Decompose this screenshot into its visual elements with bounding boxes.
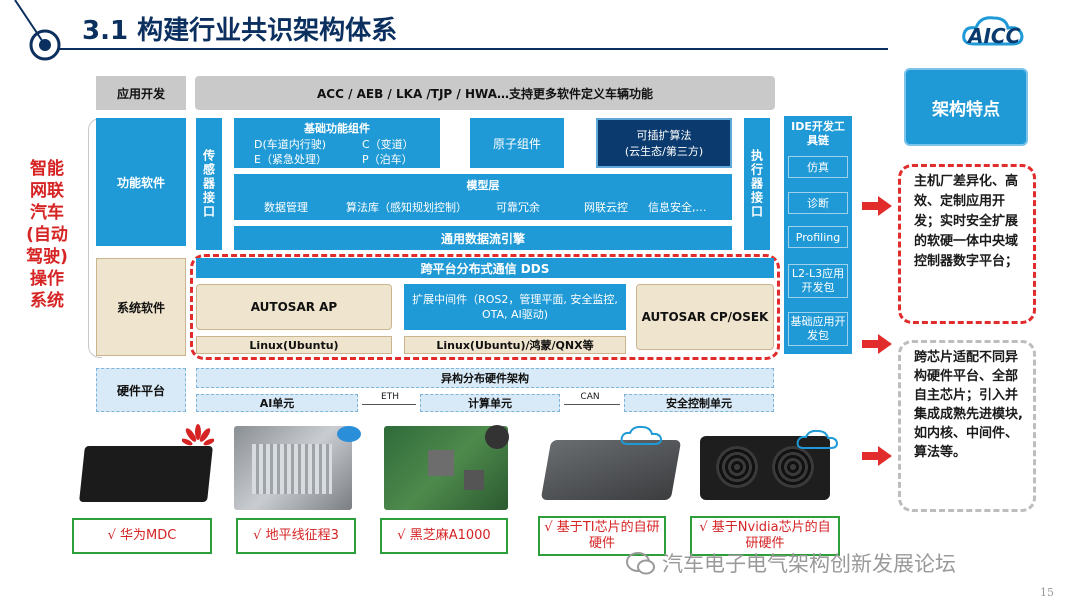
app-dev-bar: ACC / AEB / LKA /TJP / HWA…支持更多软件定义车辆功能: [195, 76, 775, 110]
ide-item-l2l3-pack: L2-L3应用开发包: [788, 264, 848, 298]
safety-control-unit: 安全控制单元: [624, 394, 774, 412]
ide-title: IDE开发工具链: [791, 120, 845, 147]
os-label: 智能网联汽车(自动驾驶)操作系统: [26, 159, 68, 311]
features-title: 架构特点: [904, 68, 1028, 146]
ai-unit: AI单元: [196, 394, 358, 412]
model-item-data: 数据管理: [264, 201, 308, 214]
huawei-logo-icon: [182, 424, 214, 446]
model-layer-title: 模型层: [466, 179, 500, 192]
arrow-right-icon: [862, 446, 892, 466]
row-label-hw: 硬件平台: [96, 368, 186, 412]
horizon-logo-icon: [337, 426, 361, 442]
linux-ubuntu: Linux(Ubuntu): [196, 336, 392, 354]
sensor-interface: 传感器接口: [196, 118, 222, 250]
nvidia-based-hardware-image: [690, 430, 842, 512]
autosar-ap: AUTOSAR AP: [196, 284, 392, 330]
data-flow-engine: 通用数据流引擎: [234, 226, 732, 250]
aicc-logo-icon: [796, 429, 839, 449]
ide-item-profiling: Profiling: [788, 226, 848, 248]
ide-item-diagnosis: 诊断: [788, 192, 848, 214]
product-label-huawei-mdc: √ 华为MDC: [72, 518, 212, 554]
product-label-black-sesame: √ 黑芝麻A1000: [380, 518, 508, 554]
extended-middleware: 扩展中间件（ROS2，管理平面, 安全监控, OTA, AI驱动): [404, 284, 626, 330]
model-item-redundancy: 可靠冗余: [496, 201, 540, 214]
linux-harmony-qnx: Linux(Ubuntu)/鸿蒙/QNX等: [404, 336, 626, 354]
arrow-right-icon: [862, 196, 892, 216]
arrow-right-icon: [862, 334, 892, 354]
basic-item-c: C（变道）: [362, 138, 414, 151]
autosar-cp: AUTOSAR CP/OSEK: [636, 284, 774, 350]
eth-link-label: ETH: [381, 392, 399, 402]
product-label-horizon: √ 地平线征程3: [236, 518, 356, 554]
page-title: 3.1 构建行业共识架构体系: [82, 16, 398, 46]
eth-link-arrow: [362, 404, 416, 405]
compute-unit: 计算单元: [420, 394, 560, 412]
huawei-mdc-image: [76, 432, 220, 510]
can-link-arrow: [564, 404, 620, 405]
basic-components: 基础功能组件 D(车道内行驶) C（变道） E（紧急处理） P（泊车）: [234, 118, 440, 168]
model-item-algo: 算法库（感知规划控制）: [346, 201, 467, 214]
basic-item-d: D(车道内行驶): [254, 138, 327, 151]
pluggable-algorithms-label: 可插扩算法 (云生态/第三方): [624, 129, 704, 158]
cloud-logo-icon: [962, 16, 1024, 46]
header-rule: [58, 48, 888, 50]
actuator-interface: 执行器接口: [744, 118, 770, 250]
features-top-text: 主机厂差异化、高效、定制应用开发；实时安全扩展的软硬一体中央域控制器数字平台；: [914, 174, 1019, 269]
atomic-components: 原子组件: [470, 118, 564, 168]
row-label-func-sw: 功能软件: [96, 118, 186, 246]
wechat-icon: [626, 552, 655, 575]
target-icon: [14, 0, 61, 61]
black-sesame-logo-icon: [485, 425, 509, 449]
page-number: 15: [1040, 586, 1054, 599]
row-label-app-dev: 应用开发: [96, 76, 186, 110]
ide-toolchain: IDE开发工具链 仿真 诊断 Profiling L2-L3应用开发包 基础应用…: [784, 116, 852, 354]
aicc-logo: AICC: [960, 10, 1060, 50]
basic-item-p: P（泊车）: [362, 153, 413, 166]
product-label-nvidia: √ 基于Nvidia芯片的自研硬件: [690, 516, 840, 556]
extended-middleware-label: 扩展中间件（ROS2，管理平面, 安全监控, OTA, AI驱动): [412, 293, 618, 321]
features-top-box: [898, 164, 1036, 324]
can-link-label: CAN: [580, 392, 600, 402]
system-software-highlight: [190, 254, 780, 360]
ide-item-simulation: 仿真: [788, 156, 848, 178]
aicc-logo-icon: [620, 425, 663, 445]
hetero-hw-arch: 异构分布硬件架构: [196, 368, 774, 388]
pluggable-algorithms: 可插扩算法 (云生态/第三方): [596, 118, 732, 168]
ide-item-basic-pack: 基础应用开发包: [788, 312, 848, 346]
dds-bar: 跨平台分布式通信 DDS: [196, 258, 774, 278]
basic-item-e: E（紧急处理）: [254, 153, 327, 166]
row-label-sys-sw: 系统软件: [96, 258, 186, 356]
features-bottom-box: [898, 340, 1036, 512]
model-layer: 模型层 数据管理 算法库（感知规划控制） 可靠冗余 网联云控 信息安全,…: [234, 174, 732, 220]
logo-text: AICC: [968, 24, 1021, 48]
model-item-cloud: 网联云控: [584, 201, 628, 214]
product-label-ti: √ 基于TI芯片的自研硬件: [538, 516, 666, 556]
horizon-journey3-image: [234, 426, 352, 510]
model-item-security: 信息安全,…: [648, 201, 707, 214]
basic-components-title: 基础功能组件: [304, 122, 370, 135]
header-decoration: [0, 0, 80, 70]
features-bottom-text: 跨芯片适配不同异构硬件平台、全部自主芯片；引入并集成成熟先进模块,如内核、中间件…: [914, 350, 1023, 460]
watermark-text: 汽车电子电气架构创新发展论坛: [662, 552, 956, 576]
